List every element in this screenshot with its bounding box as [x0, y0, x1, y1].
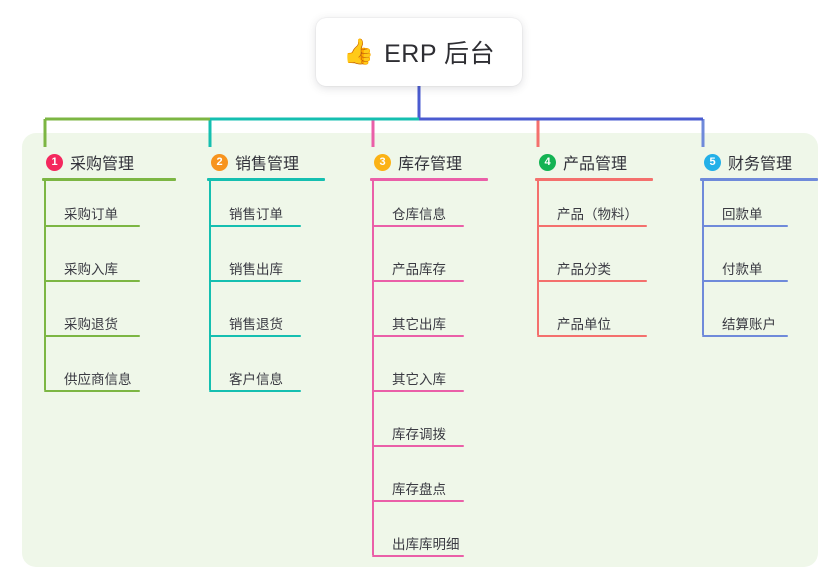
leaf-node[interactable]: 采购退货 — [44, 313, 140, 341]
branch-header-3[interactable]: 3 库存管理 — [358, 145, 462, 179]
leaf-node[interactable]: 采购订单 — [44, 203, 140, 231]
branch-column-5: 5 财务管理回款单付款单结算账户 — [688, 145, 818, 337]
leaf-node[interactable]: 销售出库 — [209, 258, 301, 286]
leaf-node[interactable]: 采购入库 — [44, 258, 140, 286]
leaf-underline — [702, 280, 788, 282]
leaf-underline — [372, 555, 464, 557]
branch-badge-3: 3 — [374, 153, 391, 171]
leaf-label: 产品单位 — [557, 317, 611, 332]
branch-spine-4 — [537, 181, 539, 335]
leaf-node[interactable]: 库存盘点 — [372, 478, 464, 506]
branch-spine-3 — [372, 181, 374, 555]
leaf-underline — [372, 335, 464, 337]
leaf-label: 采购退货 — [64, 317, 118, 332]
leaf-node[interactable]: 仓库信息 — [372, 203, 464, 231]
branch-header-2[interactable]: 2 销售管理 — [195, 145, 299, 179]
thumbs-up-icon: 👍 — [342, 37, 375, 66]
diagram-panel — [22, 133, 818, 567]
leaf-label: 采购订单 — [64, 207, 118, 222]
branch-header-5[interactable]: 5 财务管理 — [688, 145, 792, 179]
leaf-underline — [537, 335, 647, 337]
branch-spine-2 — [209, 181, 211, 390]
leaf-label: 出库库明细 — [392, 537, 460, 552]
leaf-node[interactable]: 库存调拨 — [372, 423, 464, 451]
branch-underline-2 — [207, 178, 325, 181]
branch-badge-5: 5 — [704, 153, 721, 171]
leaf-node[interactable]: 供应商信息 — [44, 368, 140, 396]
leaf-label: 产品（物料） — [557, 207, 638, 222]
branch-underline-4 — [535, 178, 653, 181]
branch-header-1[interactable]: 1 采购管理 — [30, 145, 134, 179]
leaf-label: 结算账户 — [722, 317, 776, 332]
leaf-underline — [372, 280, 464, 282]
leaf-underline — [44, 390, 140, 392]
leaf-label: 库存调拨 — [392, 427, 446, 442]
leaf-label: 销售退货 — [229, 317, 283, 332]
leaf-label: 产品库存 — [392, 262, 446, 277]
branch-underline-3 — [370, 178, 488, 181]
leaf-label: 产品分类 — [557, 262, 611, 277]
leaf-node[interactable]: 产品库存 — [372, 258, 464, 286]
branch-title-2: 销售管理 — [235, 156, 300, 173]
leaf-node[interactable]: 出库库明细 — [372, 533, 464, 561]
leaf-node[interactable]: 其它入库 — [372, 368, 464, 396]
branch-header-4[interactable]: 4 产品管理 — [523, 145, 627, 179]
leaf-label: 回款单 — [722, 207, 763, 222]
leaf-underline — [372, 390, 464, 392]
leaf-label: 其它入库 — [392, 372, 446, 387]
leaf-underline — [702, 335, 788, 337]
leaf-label: 销售出库 — [229, 262, 283, 277]
root-title: ERP 后台 — [384, 40, 496, 68]
leaf-underline — [537, 225, 647, 227]
branch-underline-1 — [42, 178, 176, 181]
leaf-label: 供应商信息 — [64, 372, 132, 387]
leaf-node[interactable]: 产品分类 — [537, 258, 647, 286]
branch-column-4: 4 产品管理产品（物料） 产品分类产品单位 — [523, 145, 653, 337]
leaf-underline — [209, 280, 301, 282]
leaf-label: 客户信息 — [229, 372, 283, 387]
branch-title-5: 财务管理 — [728, 156, 793, 173]
branch-title-1: 采购管理 — [70, 156, 135, 173]
leaf-node[interactable]: 客户信息 — [209, 368, 301, 396]
branch-spine-1 — [44, 181, 46, 390]
leaf-underline — [372, 445, 464, 447]
leaf-label: 付款单 — [722, 262, 763, 277]
leaf-node[interactable]: 其它出库 — [372, 313, 464, 341]
leaf-node[interactable]: 产品（物料） — [537, 203, 647, 231]
branch-column-1: 1 采购管理采购订单采购入库采购退货供应商信息 — [30, 145, 176, 392]
leaf-underline — [372, 225, 464, 227]
branch-badge-4: 4 — [539, 153, 556, 171]
leaf-underline — [372, 500, 464, 502]
branch-badge-2: 2 — [211, 153, 228, 171]
leaf-label: 其它出库 — [392, 317, 446, 332]
leaf-underline — [209, 335, 301, 337]
branch-badge-1: 1 — [46, 153, 63, 171]
leaf-underline — [44, 225, 140, 227]
leaf-label: 仓库信息 — [392, 207, 446, 222]
branch-spine-5 — [702, 181, 704, 335]
branch-column-2: 2 销售管理销售订单销售出库销售退货客户信息 — [195, 145, 325, 392]
leaf-label: 销售订单 — [229, 207, 283, 222]
leaf-node[interactable]: 产品单位 — [537, 313, 647, 341]
leaf-node[interactable]: 销售订单 — [209, 203, 301, 231]
leaf-node[interactable]: 结算账户 — [702, 313, 788, 341]
branch-column-3: 3 库存管理仓库信息产品库存其它出库其它入库库存调拨库存盘点出库库明细 — [358, 145, 488, 557]
leaf-underline — [209, 390, 301, 392]
leaf-underline — [44, 335, 140, 337]
leaf-underline — [209, 225, 301, 227]
leaf-underline — [537, 280, 647, 282]
leaf-label: 库存盘点 — [392, 482, 446, 497]
branch-title-4: 产品管理 — [563, 156, 628, 173]
leaf-node[interactable]: 付款单 — [702, 258, 788, 286]
leaf-node[interactable]: 销售退货 — [209, 313, 301, 341]
root-node[interactable]: 👍 ERP 后台 — [316, 18, 522, 86]
leaf-node[interactable]: 回款单 — [702, 203, 788, 231]
leaf-label: 采购入库 — [64, 262, 118, 277]
leaf-underline — [702, 225, 788, 227]
leaf-underline — [44, 280, 140, 282]
branch-underline-5 — [700, 178, 818, 181]
branch-title-3: 库存管理 — [398, 156, 463, 173]
